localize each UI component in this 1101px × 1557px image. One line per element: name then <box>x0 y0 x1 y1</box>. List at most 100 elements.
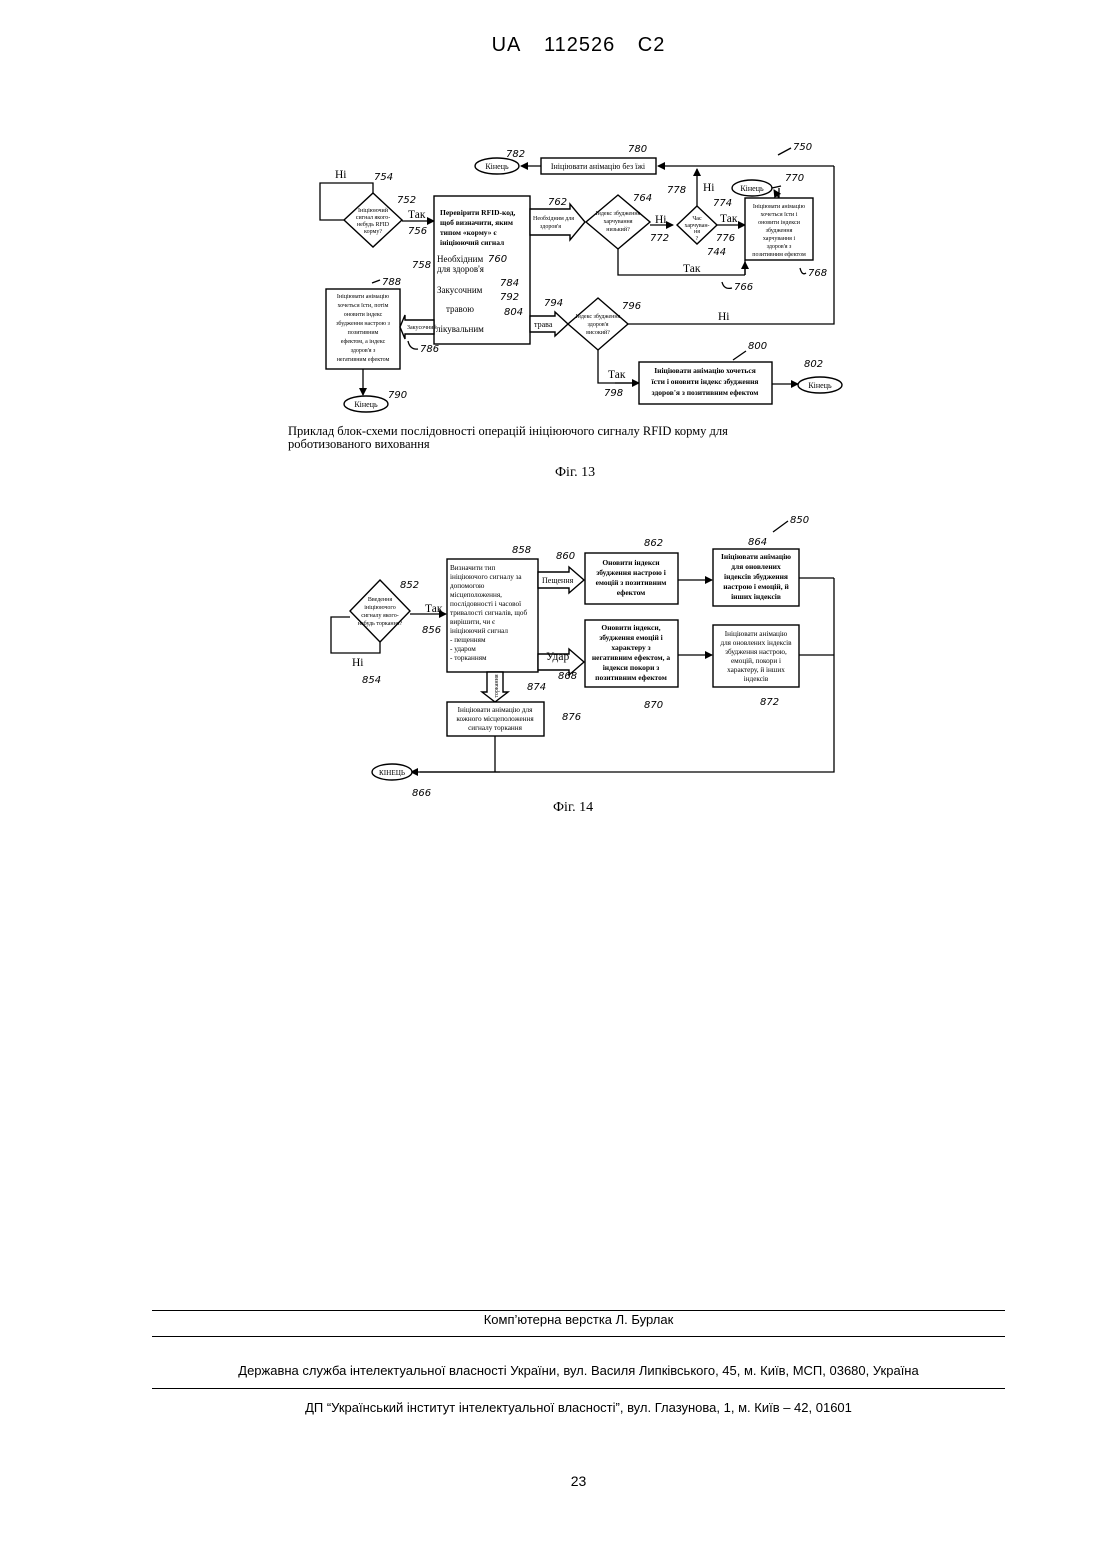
svg-text:тривалості сигналів, щоб: тривалості сигналів, щоб <box>450 609 527 617</box>
svg-text:Кінець: Кінець <box>740 184 764 193</box>
ref-864: 864 <box>748 537 767 548</box>
ref-860: 860 <box>556 551 575 562</box>
svg-text:Ініціювати анімацію: Ініціювати анімацію <box>337 294 390 300</box>
ref-768: 768 <box>808 268 827 279</box>
ref-792: 792 <box>500 292 519 303</box>
ref-854: 854 <box>362 675 381 686</box>
svg-text:трава: трава <box>534 320 553 329</box>
ref-780: 780 <box>628 144 647 155</box>
ref-868: 868 <box>558 671 577 682</box>
yes-label-796: Так <box>608 369 626 381</box>
svg-text:харчування і: харчування і <box>763 236 796 242</box>
svg-text:емоцій, покори і: емоцій, покори і <box>731 657 781 665</box>
svg-text:позитивним ефектом: позитивним ефектом <box>752 251 806 258</box>
footer-rule-2 <box>152 1336 1005 1337</box>
layout-credit: Комп’ютерна верстка Л. Бурлак <box>0 1312 1101 1327</box>
ref-772: 772 <box>650 233 669 244</box>
svg-text:Ініціюючий: Ініціюючий <box>358 207 389 214</box>
ref-852: 852 <box>400 580 419 591</box>
yes-label-774: Так <box>720 213 738 225</box>
svg-text:інших індексів: інших індексів <box>731 592 781 601</box>
svg-text:сигналу торкання: сигналу торкання <box>468 724 523 732</box>
footer-rule-3 <box>152 1388 1005 1389</box>
svg-text:Ініціювати анімацію: Ініціювати анімацію <box>725 630 788 638</box>
svg-text:Удар: Удар <box>546 651 569 663</box>
svg-text:ефектом: ефектом <box>617 588 646 597</box>
svg-text:- торканням: - торканням <box>450 654 487 662</box>
ref-744: 744 <box>707 247 726 258</box>
svg-text:позитивним ефектом: позитивним ефектом <box>595 673 667 682</box>
ref-784: 784 <box>500 278 519 289</box>
no-label-796: Ні <box>718 311 730 323</box>
ref-870: 870 <box>644 700 663 711</box>
svg-text:ініціюючий сигнал: ініціюючий сигнал <box>450 627 508 635</box>
ref-858: 858 <box>512 545 531 556</box>
svg-text:Визначити тип: Визначити тип <box>450 564 495 572</box>
figure-13-label: Фіг. 13 <box>555 465 595 481</box>
svg-text:травою: травою <box>446 304 474 314</box>
svg-text:для оновлених: для оновлених <box>731 562 781 571</box>
svg-text:- пещенням: - пещенням <box>450 636 486 644</box>
ref-788: 788 <box>382 277 401 288</box>
svg-text:Ініціювати анімацію: Ініціювати анімацію <box>721 552 791 561</box>
svg-text:збудження: збудження <box>766 227 793 234</box>
page-number: 23 <box>0 1473 1101 1489</box>
svg-text:індекси покори з: індекси покори з <box>603 663 660 672</box>
svg-text:хочеться їсти, потім: хочеться їсти, потім <box>338 303 389 309</box>
svg-text:високий?: високий? <box>586 329 610 336</box>
svg-text:торкання: торкання <box>494 674 500 697</box>
svg-text:позитивним: позитивним <box>348 330 379 336</box>
ref-850: 850 <box>790 515 809 526</box>
svg-text:для здоров'я: для здоров'я <box>437 264 484 274</box>
svg-text:Індекс збудження: Індекс збудження <box>576 313 621 320</box>
ref-758: 758 <box>412 260 431 271</box>
ref-776: 776 <box>716 233 735 244</box>
no-label-852: Ні <box>352 657 364 669</box>
svg-text:ня: ня <box>694 229 700 235</box>
ref-802: 802 <box>804 359 823 370</box>
svg-text:Введення: Введення <box>368 597 393 603</box>
svg-text:Необхідним: Необхідним <box>437 254 483 264</box>
svg-text:Кінець: Кінець <box>354 400 378 409</box>
svg-text:Ініціювати анімацію: Ініціювати анімацію <box>753 204 806 210</box>
agency-address: Державна служба інтелектуальної власност… <box>0 1363 1101 1378</box>
svg-text:настрою і емоцій, й: настрою і емоцій, й <box>723 582 789 591</box>
svg-text:сигнал якого-: сигнал якого- <box>356 215 390 221</box>
ref-760: 760 <box>488 254 507 265</box>
no-label-764: Ні <box>655 214 667 226</box>
svg-text:ініціюючого: ініціюючого <box>364 605 396 611</box>
ref-796: 796 <box>622 301 641 312</box>
svg-text:емоцій з позитивним: емоцій з позитивним <box>596 578 667 587</box>
svg-text:для оновлених індексів: для оновлених індексів <box>720 639 792 647</box>
svg-text:Кінець: Кінець <box>808 381 832 390</box>
svg-text:Ініціювати анімацію для: Ініціювати анімацію для <box>458 706 534 714</box>
svg-text:Закусочний: Закусочний <box>407 324 437 331</box>
svg-text:їсти і оновити індекс збудженн: їсти і оновити індекс збудження <box>652 377 759 386</box>
ref-794: 794 <box>544 298 563 309</box>
no-label-774: Ні <box>703 182 715 194</box>
svg-text:характеру з: характеру з <box>611 643 650 652</box>
svg-text:Необхідним для: Необхідним для <box>533 215 574 222</box>
ref-756: 756 <box>408 226 427 237</box>
ref-866: 866 <box>412 788 431 799</box>
ref-778: 778 <box>667 185 686 196</box>
svg-text:збудження настрою з: збудження настрою з <box>336 320 390 327</box>
svg-text:харчування: харчування <box>603 219 632 225</box>
svg-text:Пещення: Пещення <box>542 576 574 585</box>
svg-text:допомогою: допомогою <box>450 582 485 590</box>
svg-text:небудь торкання?: небудь торкання? <box>358 620 403 627</box>
yes-label-764: Так <box>683 263 701 275</box>
svg-text:типом «корму» є: типом «корму» є <box>440 228 497 237</box>
svg-text:негативним ефектом, а: негативним ефектом, а <box>592 653 671 662</box>
svg-text:Закусочним: Закусочним <box>437 285 483 295</box>
svg-text:корму?: корму? <box>364 229 382 235</box>
ref-800: 800 <box>748 341 767 352</box>
ref-790: 790 <box>388 390 407 401</box>
ref-764: 764 <box>633 193 652 204</box>
figure-13-caption-line-2: роботизованого виховання <box>288 437 430 452</box>
svg-text:?: ? <box>696 236 699 242</box>
no-label-754: Ні <box>335 169 347 181</box>
svg-text:ефектом, а індекс: ефектом, а індекс <box>341 338 386 345</box>
ref-770: 770 <box>785 173 804 184</box>
svg-text:КІНЕЦЬ: КІНЕЦЬ <box>379 769 405 777</box>
